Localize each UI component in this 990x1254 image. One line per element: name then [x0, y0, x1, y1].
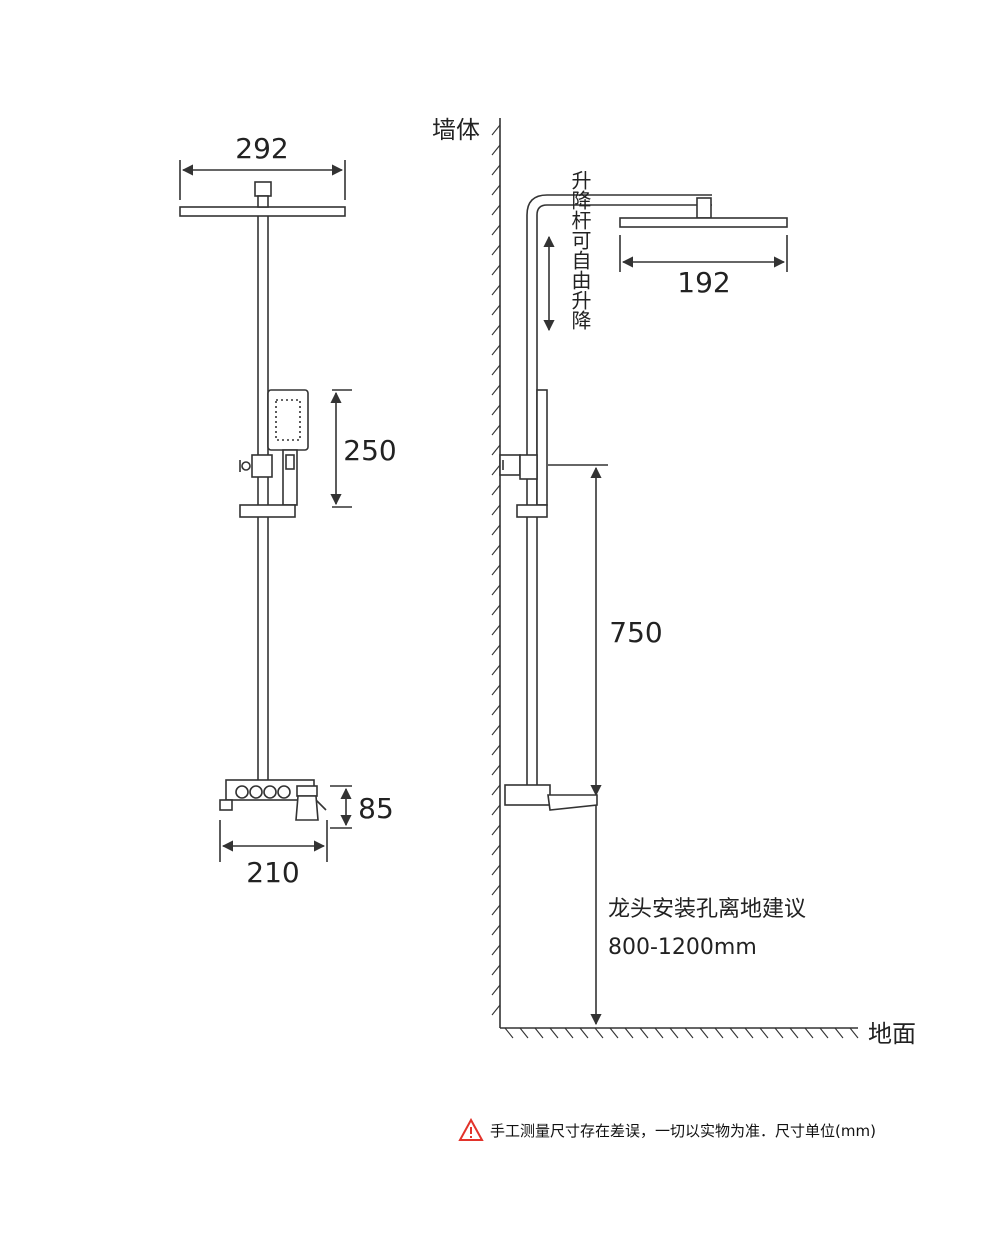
disclaimer: 手工测量尺寸存在差误，一切以实物为准．尺寸单位(mm) — [458, 1117, 978, 1142]
front-view — [179, 160, 352, 862]
ground-label: 地面 — [868, 1020, 916, 1048]
mixer-height-label: 85 — [358, 792, 394, 825]
faucet-hint-line1: 龙头安装孔离地建议 — [608, 897, 806, 922]
side-view — [491, 118, 859, 1039]
warning-triangle-icon — [458, 1117, 484, 1142]
mixer-width-label: 210 — [246, 856, 299, 889]
handshower-height-label: 250 — [343, 434, 396, 467]
disclaimer-text: 手工测量尺寸存在差误，一切以实物为准．尺寸单位(mm) — [490, 1121, 876, 1140]
adjust-label: 升降杆可自由升降 — [568, 170, 592, 330]
faucet-height-label: 750 — [609, 616, 662, 649]
faucet-hint-line2: 800-1200mm — [608, 935, 757, 960]
wall-label: 墙体 — [432, 116, 480, 144]
head-width-label: 292 — [235, 132, 288, 165]
head-depth-label: 192 — [677, 266, 730, 299]
